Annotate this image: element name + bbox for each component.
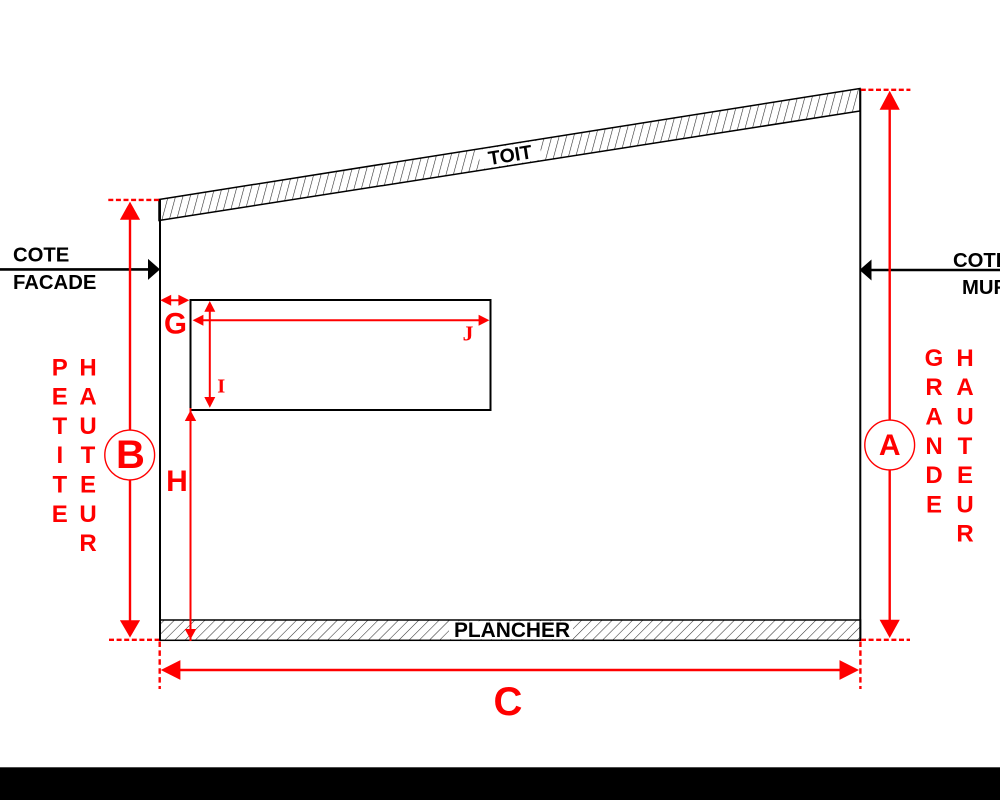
svg-text:FACADE: FACADE — [13, 272, 96, 294]
svg-text:T: T — [958, 433, 973, 460]
svg-text:C: C — [494, 680, 523, 724]
svg-text:U: U — [79, 501, 96, 528]
svg-text:U: U — [79, 413, 96, 440]
svg-text:T: T — [81, 442, 96, 469]
svg-text:I: I — [217, 375, 225, 397]
svg-text:T: T — [52, 413, 67, 440]
svg-text:PLANCHER: PLANCHER — [454, 619, 570, 642]
svg-text:G: G — [164, 307, 187, 340]
svg-text:E: E — [80, 472, 96, 499]
svg-text:B: B — [116, 433, 145, 477]
svg-text:H: H — [166, 465, 188, 498]
svg-text:A: A — [79, 384, 96, 411]
svg-text:J: J — [463, 321, 474, 345]
svg-text:P: P — [52, 354, 68, 381]
svg-text:H: H — [956, 345, 973, 372]
svg-text:G: G — [925, 345, 944, 372]
svg-text:R: R — [925, 374, 942, 401]
svg-text:H: H — [79, 354, 96, 381]
svg-text:D: D — [925, 462, 942, 489]
svg-text:A: A — [925, 404, 942, 431]
svg-text:N: N — [925, 433, 942, 460]
svg-text:COTE: COTE — [953, 250, 1000, 272]
svg-text:COTE: COTE — [13, 245, 69, 267]
svg-text:E: E — [957, 462, 973, 489]
svg-text:E: E — [926, 491, 942, 518]
svg-text:MUR: MUR — [962, 277, 1000, 299]
svg-text:T: T — [52, 472, 67, 499]
svg-text:E: E — [52, 384, 68, 411]
svg-text:E: E — [52, 501, 68, 528]
svg-text:A: A — [879, 429, 901, 462]
svg-text:U: U — [956, 491, 973, 518]
svg-text:U: U — [956, 404, 973, 431]
svg-text:A: A — [956, 374, 973, 401]
svg-text:R: R — [79, 530, 96, 557]
svg-text:I: I — [56, 442, 63, 469]
svg-text:R: R — [956, 521, 973, 548]
